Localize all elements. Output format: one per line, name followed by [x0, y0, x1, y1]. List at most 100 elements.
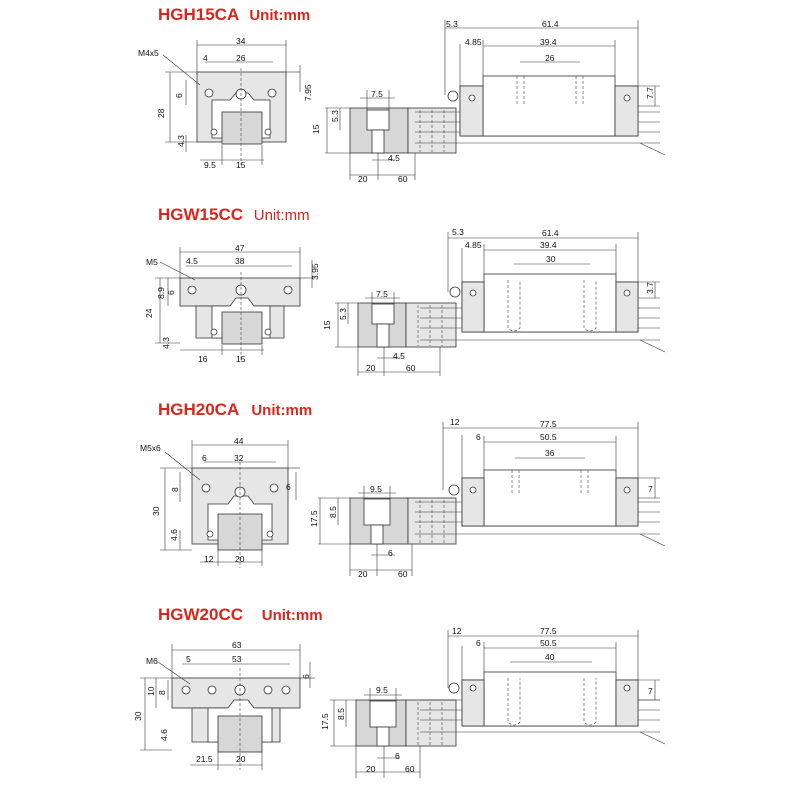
dim-top-offset: 3.95: [310, 263, 320, 280]
unit-label: Unit:mm: [249, 7, 311, 24]
front-view: 47 38 4.5 M5 24 8.9 6 3.95 4.3 16 15: [144, 243, 320, 364]
model-title: HGW20CC Unit:mm: [158, 605, 323, 625]
dim-hole-offset: 6: [202, 453, 207, 463]
dim-top-offset: 6: [286, 482, 291, 492]
dim-screw-head: 7.5: [376, 289, 388, 299]
dim-hole-offset: 4.5: [186, 256, 198, 266]
dim-hole-pitch: 26: [236, 53, 246, 63]
rail-view: 7.5 5.3 15 4.5 20 60: [322, 289, 457, 376]
dim-hole-pitch: 40: [545, 652, 555, 662]
dim-grease: 5.3: [446, 19, 458, 29]
dim-hole-pitch: 38: [235, 256, 245, 266]
dim-hole-pitch: 53: [232, 654, 242, 664]
dim-rail-h: 17.5: [309, 510, 319, 527]
dim-hole-pitch: 36: [545, 448, 555, 458]
front-view: 44 32 6 M5x6 30 8 6 4.6 12 20: [140, 436, 300, 568]
rail-view: 7.5 5.3 15 4.5 20 60: [311, 89, 457, 184]
model-name: HGW20CC: [158, 605, 244, 624]
mount-hole: [263, 685, 273, 695]
mount-hole: [267, 88, 277, 98]
mount-hole: [281, 685, 291, 695]
side-view: 12 77.5 6 50.5 40 7: [420, 626, 666, 745]
dim-rail-height: 4.3: [176, 135, 186, 147]
dim-flange: 8: [157, 690, 167, 695]
dim-hole: 4.5: [393, 351, 405, 361]
grease-nipple: [447, 90, 459, 102]
mount-hole: [181, 685, 191, 695]
section-hgw20cc: HGW20CC Unit:mm: [0, 600, 800, 800]
dim-end-cap: 4.85: [465, 37, 482, 47]
dim-thread: M5: [146, 257, 158, 267]
drawing-hgw15cc: 47 38 4.5 M5 24 8.9 6 3.95 4.3 16 15: [144, 227, 666, 376]
unit-label: Unit:mm: [253, 207, 310, 224]
dim-grease: 12: [450, 417, 460, 427]
dim-top-offset: 6: [301, 674, 311, 679]
dim-body-length: 50.5: [540, 638, 557, 648]
dim-end-cap: 6: [476, 638, 481, 648]
dim-pitch: 60: [398, 569, 408, 579]
dim-counterbore: 8.5: [336, 708, 346, 720]
dim-end-cap: 6: [476, 432, 481, 442]
grease-nipple: [449, 286, 461, 298]
drawing-hgh20ca: 44 32 6 M5x6 30 8 6 4.6 12 20: [140, 417, 666, 579]
dim-height: 28: [156, 108, 166, 118]
section-hgh20ca: HGH20CA Unit:mm: [0, 400, 800, 600]
dim-rail-h: 17.5: [320, 713, 330, 730]
front-view: 34 26 4 M4x5 28 6 7.95 4.3 9.5 15: [138, 36, 313, 170]
dim-hole: 6: [388, 548, 393, 558]
dim-hole-offset: 5: [186, 654, 191, 664]
mount-hole: [283, 285, 293, 295]
dim-rail-height: 4.6: [169, 529, 179, 541]
dim-length: 77.5: [540, 419, 557, 429]
dim-rail-half: 12: [204, 554, 214, 564]
dim-thread: M5x6: [140, 443, 161, 453]
unit-label: Unit:mm: [251, 402, 313, 419]
dim-rail-h: 15: [322, 320, 332, 330]
dim-rail-half: 21.5: [196, 754, 213, 764]
dim-hole: 6: [395, 751, 400, 761]
side-view: 5.3 61.4 4.85 39.4 30 3.7: [420, 227, 666, 353]
model-title: HGH20CA Unit:mm: [158, 400, 312, 420]
dim-body-length: 50.5: [540, 432, 557, 442]
dim-counterbore: 5.3: [330, 110, 340, 122]
dim-hole-pitch: 32: [234, 453, 244, 463]
dim-rail-width: 20: [236, 754, 246, 764]
drawing-hgw20cc: 63 53 5 M6 30 10 8 6 4.6 21.5 20: [133, 626, 666, 778]
section-hgh15ca: HGH15CA Unit:mm: [0, 0, 800, 200]
dim-thread-height: 6: [166, 290, 176, 295]
dim-pitch: 60: [405, 764, 415, 774]
model-title: HGH15CA Unit:mm: [158, 5, 310, 25]
dim-length: 61.4: [542, 19, 559, 29]
dim-rail-width: 15: [236, 160, 246, 170]
dim-rail-h: 15: [311, 124, 321, 134]
dim-rail-width: 20: [235, 554, 245, 564]
model-name: HGH20CA: [158, 400, 239, 419]
drawing-hgh15ca: 34 26 4 M4x5 28 6 7.95 4.3 9.5 15: [138, 19, 666, 184]
section-hgw15cc: HGW15CC Unit:mm: [0, 200, 800, 400]
unit-label: Unit:mm: [261, 607, 323, 624]
grease-nipple: [448, 484, 460, 496]
dim-thread-height: 8: [170, 487, 180, 492]
dim-hole-offset: 4: [203, 53, 208, 63]
dim-hole-pitch: 30: [546, 254, 556, 264]
dim-end: 20: [366, 363, 376, 373]
dim-hole-pitch: 26: [545, 53, 555, 63]
dim-height: 30: [151, 506, 161, 516]
dim-screw-head: 9.5: [370, 484, 382, 494]
dim-rail-width: 15: [236, 354, 246, 364]
model-title: HGW15CC Unit:mm: [158, 205, 310, 225]
dim-rail-half: 16: [198, 354, 208, 364]
rail-view: 9.5 8.5 17.5 6 20 60: [309, 484, 457, 579]
dim-body-length: 39.4: [540, 37, 557, 47]
dim-end-cap: 4.85: [465, 240, 482, 250]
dim-width: 47: [235, 243, 245, 253]
dim-end: 20: [366, 764, 376, 774]
mount-hole: [269, 483, 279, 493]
dim-hole: 4.5: [388, 153, 400, 163]
dim-thread-height: 10: [146, 686, 156, 696]
dim-side-h: 7: [648, 686, 653, 696]
dim-body-length: 39.4: [540, 240, 557, 250]
mount-hole: [201, 483, 211, 493]
side-view: 5.3 61.4 4.85 39.4 26 7.7: [415, 19, 666, 156]
grease-nipple: [448, 682, 460, 694]
